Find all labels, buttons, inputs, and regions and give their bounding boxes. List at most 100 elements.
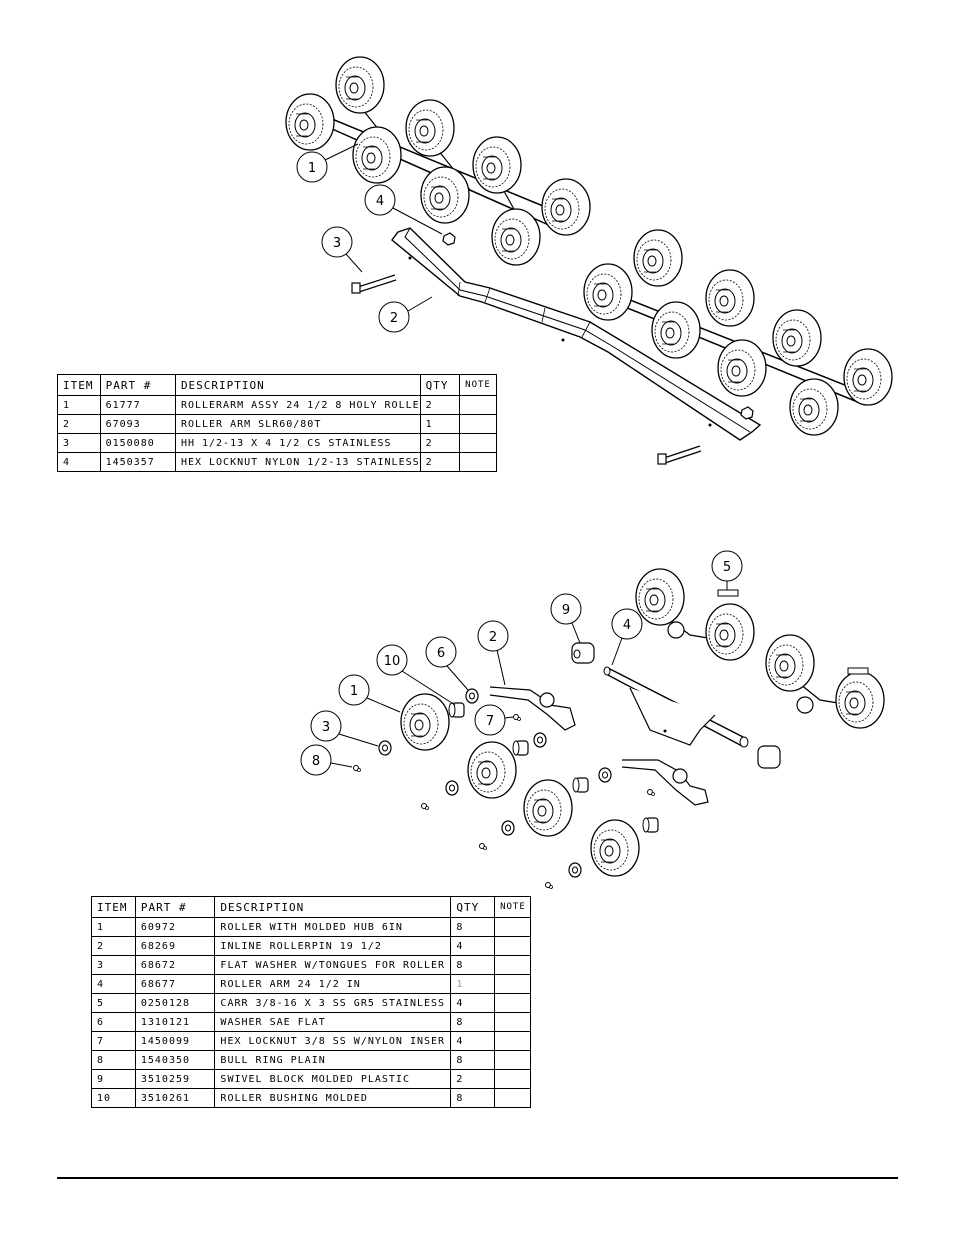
table-row: 3 0150080 HH 1/2-13 X 4 1/2 CS STAINLESS… — [57, 433, 497, 453]
callout-2-top: 2 — [378, 296, 433, 333]
cell-description: INLINE ROLLERPIN 19 1/2 — [214, 936, 452, 956]
callout-4-bottom-label: 4 — [623, 618, 631, 633]
cell-item: 2 — [91, 936, 136, 956]
callout-2-bottom: 2 — [477, 620, 509, 686]
cell-qty: 1 — [450, 974, 496, 994]
cell-item: 1 — [91, 917, 136, 937]
callout-1-bottom-label: 1 — [350, 684, 358, 699]
callout-4-bottom: 4 — [611, 608, 643, 666]
cell-part: 1450099 — [134, 1031, 216, 1051]
col-description: DESCRIPTION — [214, 896, 452, 918]
bolt-hh-bottom — [657, 445, 702, 465]
cell-part: 3510261 — [134, 1088, 216, 1108]
cell-part: 1540350 — [134, 1050, 216, 1070]
top-assembly-drawing: 1 2 3 4 — [285, 56, 893, 465]
callout-1-bottom: 1 — [338, 674, 401, 713]
table-row: 7 1450099 HEX LOCKNUT 3/8 SS W/NYLON INS… — [91, 1031, 531, 1051]
callout-6: 6 — [425, 636, 469, 691]
table-row: 10 3510261 ROLLER BUSHING MOLDED 8 — [91, 1088, 531, 1108]
cell-note — [494, 955, 531, 975]
cell-qty: 8 — [450, 1012, 496, 1032]
cell-description: CARR 3/8-16 X 3 SS GR5 STAINLESS — [214, 993, 452, 1013]
cell-note — [494, 974, 531, 994]
cell-note — [494, 1031, 531, 1051]
cell-qty: 8 — [450, 1050, 496, 1070]
col-qty: QTY — [450, 896, 496, 918]
cell-part: 0250128 — [134, 993, 216, 1013]
table-row: 6 1310121 WASHER SAE FLAT 8 — [91, 1012, 531, 1032]
cell-qty: 2 — [419, 433, 461, 453]
callout-3-top: 3 — [321, 226, 363, 273]
callout-9: 9 — [550, 593, 582, 644]
table-row: 8 1540350 BULL RING PLAIN 8 — [91, 1050, 531, 1070]
bottom-exploded-drawing: 5 9 4 2 6 10 7 — [300, 550, 885, 889]
hex-locknut-bottom — [740, 406, 754, 420]
table-row: 2 68269 INLINE ROLLERPIN 19 1/2 4 — [91, 936, 531, 956]
cell-part: 67093 — [99, 414, 176, 434]
roller-pair-right — [765, 634, 885, 729]
cell-note — [459, 414, 497, 434]
bolt-hh-top — [351, 274, 397, 294]
col-item: ITEM — [91, 896, 136, 918]
callout-7-label: 7 — [486, 714, 494, 729]
hex-locknut-top — [442, 232, 456, 246]
callout-5: 5 — [711, 550, 743, 590]
table-row: 5 0250128 CARR 3/8-16 X 3 SS GR5 STAINLE… — [91, 993, 531, 1013]
cell-note — [494, 1012, 531, 1032]
cell-note — [459, 452, 497, 472]
col-part: PART # — [99, 374, 176, 396]
cell-part: 0150080 — [99, 433, 176, 453]
roller-arm-bottom — [603, 666, 749, 748]
cell-part: 68677 — [134, 974, 216, 994]
cell-description: HEX LOCKNUT NYLON 1/2-13 STAINLESS — [174, 452, 421, 472]
callout-5-label: 5 — [723, 560, 731, 575]
table-row: 3 68672 FLAT WASHER W/TONGUES FOR ROLLER… — [91, 955, 531, 975]
cell-item: 5 — [91, 993, 136, 1013]
col-item: ITEM — [57, 374, 101, 396]
callout-6-label: 6 — [437, 646, 445, 661]
cell-note — [494, 993, 531, 1013]
roller-arm-assembly-right — [583, 229, 893, 436]
callout-1-top: 1 — [296, 143, 359, 183]
callout-2-bottom-label: 2 — [489, 630, 497, 645]
table-row: 9 3510259 SWIVEL BLOCK MOLDED PLASTIC 2 — [91, 1069, 531, 1089]
cell-description: ROLLER BUSHING MOLDED — [214, 1088, 452, 1108]
cell-qty: 2 — [450, 1069, 496, 1089]
cell-qty: 2 — [419, 452, 461, 472]
table-header-row: ITEM PART # DESCRIPTION QTY NOTE — [91, 896, 531, 918]
cell-description: HH 1/2-13 X 4 1/2 CS STAINLESS — [174, 433, 421, 453]
cell-part: 68269 — [134, 936, 216, 956]
cell-description: ROLLERARM ASSY 24 1/2 8 HOLY ROLLE — [174, 395, 421, 415]
callout-8-label: 8 — [312, 754, 320, 769]
cell-item: 1 — [57, 395, 101, 415]
cell-part: 3510259 — [134, 1069, 216, 1089]
col-part: PART # — [134, 896, 216, 918]
footer-rule — [57, 1177, 898, 1179]
cell-qty: 8 — [450, 1088, 496, 1108]
callout-2-top-label: 2 — [390, 311, 398, 326]
inline-rollerpin-2 — [621, 759, 709, 806]
cell-qty: 1 — [419, 414, 461, 434]
cell-part: 1310121 — [134, 1012, 216, 1032]
cell-description: ROLLER WITH MOLDED HUB 6IN — [214, 917, 452, 937]
cell-item: 3 — [91, 955, 136, 975]
callout-8: 8 — [300, 744, 353, 776]
cell-note — [494, 1088, 531, 1108]
inline-rollerpin-1 — [489, 686, 576, 731]
cell-item: 4 — [91, 974, 136, 994]
callout-3-bottom: 3 — [310, 710, 379, 747]
cell-note — [494, 936, 531, 956]
table-row: 1 60972 ROLLER WITH MOLDED HUB 6IN 8 — [91, 917, 531, 937]
cell-item: 9 — [91, 1069, 136, 1089]
table-row: 4 1450357 HEX LOCKNUT NYLON 1/2-13 STAIN… — [57, 452, 497, 472]
cell-item: 4 — [57, 452, 101, 472]
cell-note — [494, 1050, 531, 1070]
callout-10-label: 10 — [384, 654, 401, 669]
callout-3-bottom-label: 3 — [322, 720, 330, 735]
cell-item: 8 — [91, 1050, 136, 1070]
cell-part: 1450357 — [99, 452, 176, 472]
parts-table-top: ITEM PART # DESCRIPTION QTY NOTE 1 61777… — [57, 374, 497, 472]
cell-note — [494, 1069, 531, 1089]
swivel-block-1 — [571, 642, 595, 664]
